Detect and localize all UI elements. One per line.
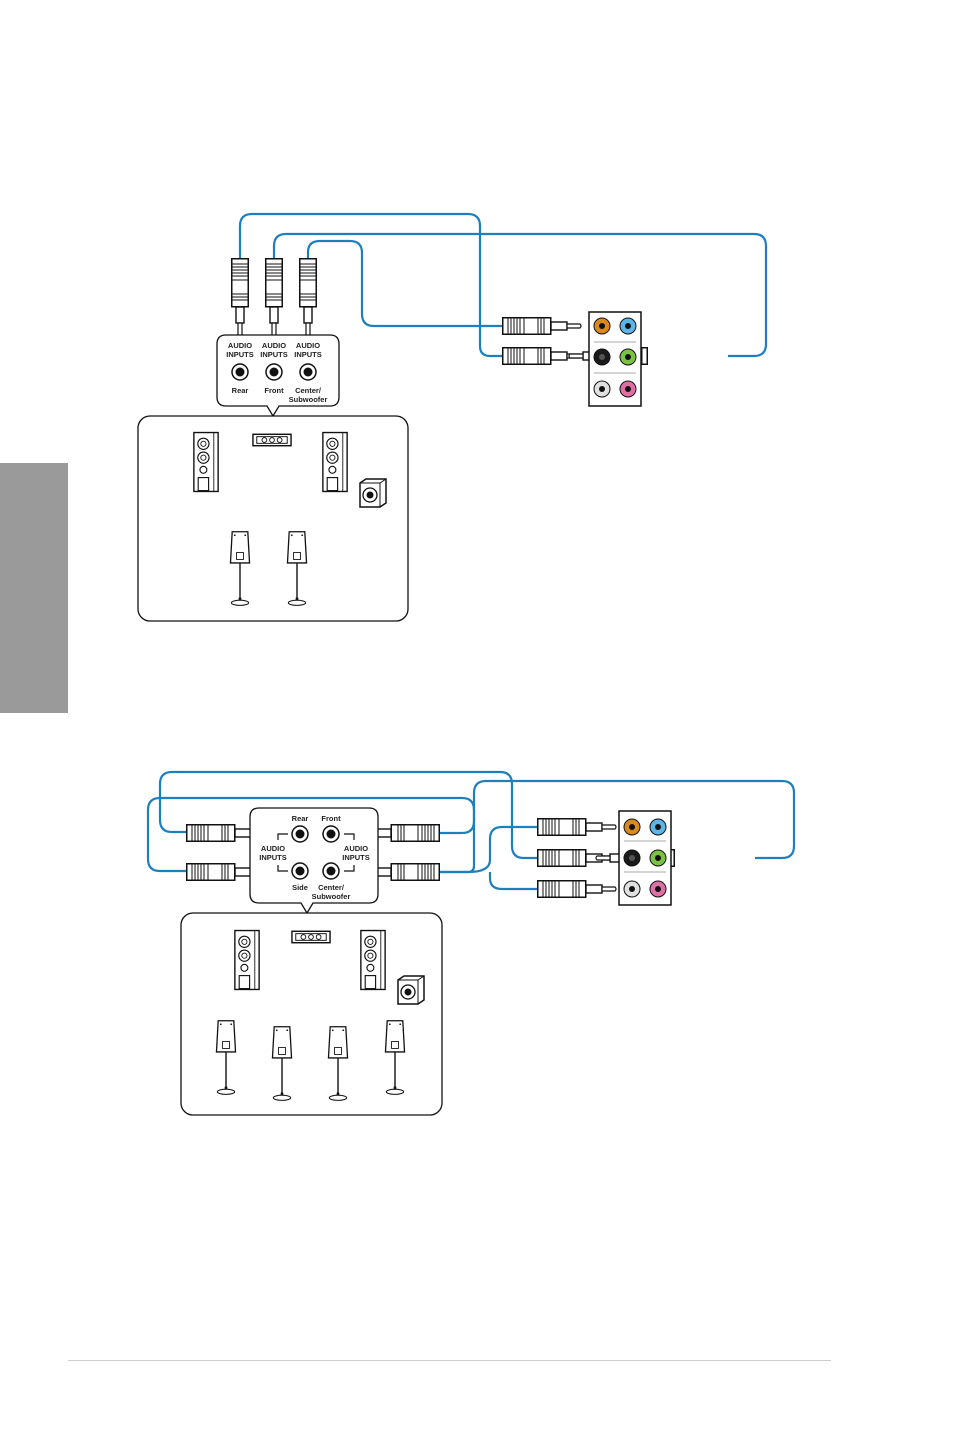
front-right-speaker-icon bbox=[323, 433, 347, 492]
blue-jack-icon bbox=[620, 318, 636, 334]
front-plug-icon bbox=[266, 259, 283, 337]
rear-audio-panel-8ch bbox=[619, 811, 671, 905]
center-jack-icon bbox=[323, 863, 339, 879]
center-plug-icon bbox=[300, 259, 317, 337]
center-jack-icon bbox=[300, 364, 316, 380]
audio-input-callout-8ch: Rear Front AUDIO INPUTS AUDIO INPUTS Sid… bbox=[250, 808, 378, 913]
right-inputs-label: INPUTS bbox=[342, 853, 370, 862]
right-audio-label: AUDIO bbox=[344, 844, 368, 853]
rear-audio-panel bbox=[589, 312, 641, 406]
green-jack-icon bbox=[650, 850, 666, 866]
black-jack-icon bbox=[594, 349, 610, 365]
front-jack-icon bbox=[266, 364, 282, 380]
left-audio-label: AUDIO bbox=[261, 844, 285, 853]
pink-jack-icon bbox=[620, 381, 636, 397]
front-label: Front bbox=[321, 814, 341, 823]
gray-jack-icon bbox=[624, 881, 640, 897]
subwoofer-icon bbox=[398, 976, 424, 1004]
front-left-speaker-icon bbox=[235, 931, 259, 990]
eight-channel-diagram: Rear Front AUDIO INPUTS AUDIO INPUTS Sid… bbox=[0, 760, 954, 1130]
blue-jack-icon bbox=[650, 819, 666, 835]
front-jack-icon bbox=[323, 826, 339, 842]
audio-input-callout: AUDIO INPUTS AUDIO INPUTS AUDIO INPUTS R… bbox=[217, 335, 339, 416]
rear-jack-icon bbox=[232, 364, 248, 380]
plug-to-orange-icon bbox=[538, 819, 616, 836]
front-audio-label: AUDIO bbox=[262, 341, 286, 350]
rear-label: Rear bbox=[292, 814, 309, 823]
footer-rule bbox=[68, 1360, 831, 1361]
center-label: Center/ bbox=[318, 883, 345, 892]
side-jack-icon bbox=[292, 863, 308, 879]
side-label: Side bbox=[292, 883, 308, 892]
green-jack-icon bbox=[620, 349, 636, 365]
speaker-room-8ch bbox=[181, 913, 442, 1115]
center-label: Center/ bbox=[295, 386, 322, 395]
rear-audio-label: AUDIO bbox=[228, 341, 252, 350]
rear-jack-icon bbox=[292, 826, 308, 842]
center-inputs-label: INPUTS bbox=[294, 350, 322, 359]
center-audio-label: AUDIO bbox=[296, 341, 320, 350]
speaker-room bbox=[138, 416, 408, 621]
front-inputs-label: INPUTS bbox=[260, 350, 288, 359]
amplifier-icon bbox=[292, 931, 330, 942]
front-right-speaker-icon bbox=[361, 931, 385, 990]
gray-jack-icon bbox=[594, 381, 610, 397]
plug-to-gray-icon bbox=[538, 881, 616, 898]
orange-jack-icon bbox=[594, 318, 610, 334]
rear-label: Rear bbox=[232, 386, 249, 395]
left-inputs-label: INPUTS bbox=[259, 853, 287, 862]
subwoofer-label: Subwoofer bbox=[312, 892, 351, 901]
amplifier-icon bbox=[253, 434, 291, 445]
black-jack-icon bbox=[624, 850, 640, 866]
front-label: Front bbox=[264, 386, 284, 395]
subwoofer-label: Subwoofer bbox=[289, 395, 328, 404]
orange-jack-icon bbox=[624, 819, 640, 835]
front-left-speaker-icon bbox=[194, 433, 218, 492]
subwoofer-icon bbox=[360, 479, 386, 507]
rear-inputs-label: INPUTS bbox=[226, 350, 254, 359]
six-channel-diagram: AUDIO INPUTS AUDIO INPUTS AUDIO INPUTS R… bbox=[0, 0, 954, 640]
rear-plug-icon bbox=[232, 259, 249, 337]
plug-to-orange-icon bbox=[503, 318, 581, 335]
pink-jack-icon bbox=[650, 881, 666, 897]
